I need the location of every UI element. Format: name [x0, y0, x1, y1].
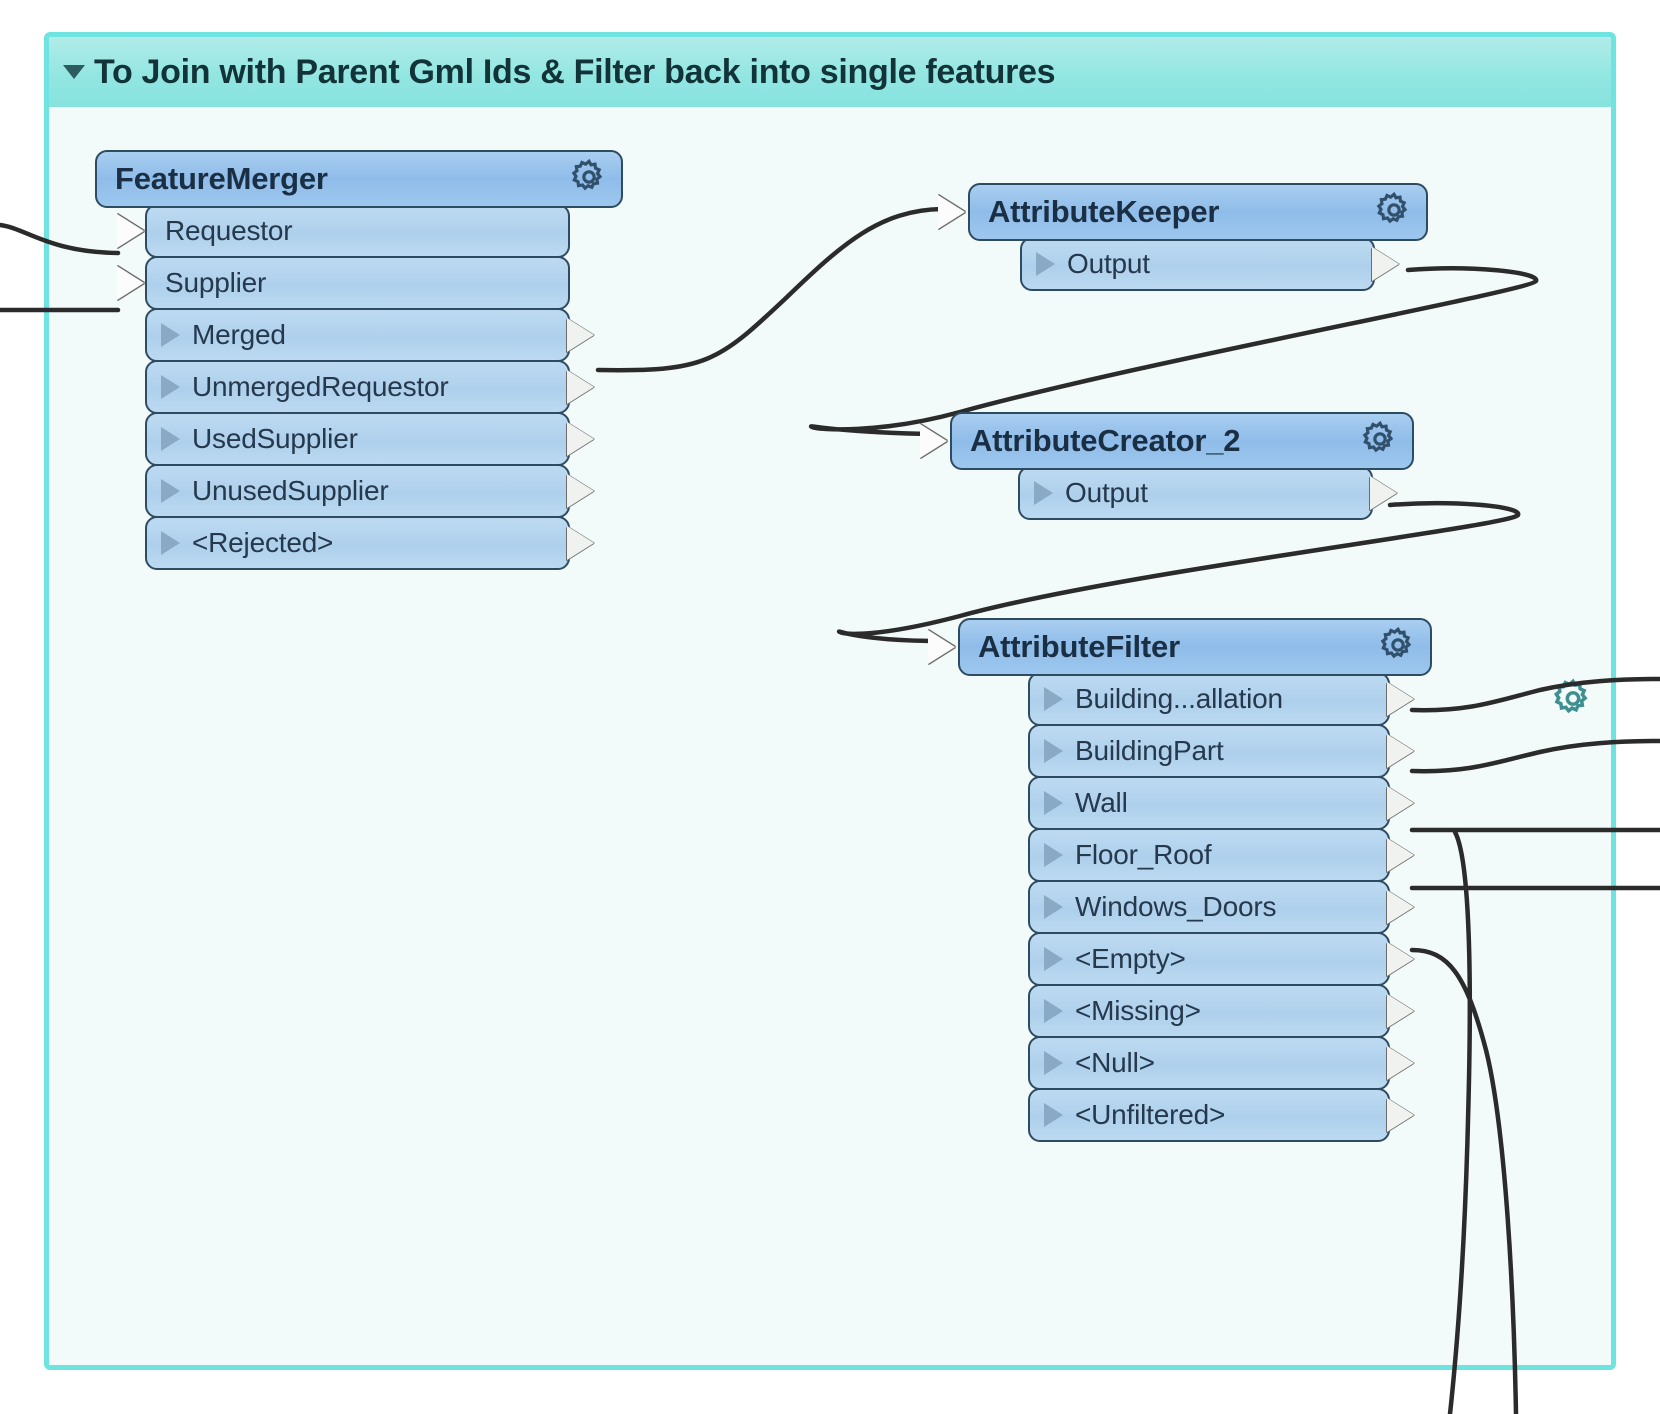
- node-title: AttributeKeeper: [988, 194, 1220, 229]
- output-arrow-icon: [567, 474, 594, 508]
- output-port-unusedsupplier[interactable]: UnusedSupplier: [145, 464, 594, 518]
- output-arrow-icon: [1387, 942, 1414, 976]
- input-arrow-icon: [920, 424, 947, 458]
- transformer-featuremerger[interactable]: FeatureMerger Requestor Supplier Merged: [95, 150, 623, 570]
- port-label: <Null>: [1075, 1047, 1155, 1078]
- triangle-right-icon: [1044, 687, 1063, 711]
- output-arrow-icon: [1387, 838, 1414, 872]
- output-port-empty[interactable]: <Empty>: [1028, 932, 1414, 986]
- output-port-null[interactable]: <Null>: [1028, 1036, 1414, 1090]
- input-arrow-icon: [938, 195, 965, 229]
- port-list: Output: [950, 466, 1414, 520]
- port-label: UnmergedRequestor: [192, 371, 449, 402]
- triangle-right-icon: [1044, 999, 1063, 1023]
- node-title: FeatureMerger: [115, 161, 328, 196]
- node-header-attributefilter[interactable]: AttributeFilter: [928, 618, 1432, 676]
- output-arrow-icon: [1387, 1098, 1414, 1132]
- port-label: Windows_Doors: [1075, 891, 1277, 922]
- output-port-floor-roof[interactable]: Floor_Roof: [1028, 828, 1414, 882]
- triangle-right-icon: [1044, 791, 1063, 815]
- output-arrow-icon: [1370, 476, 1397, 510]
- output-port-output[interactable]: Output: [1018, 466, 1397, 520]
- output-port-buildingpart[interactable]: BuildingPart: [1028, 724, 1414, 778]
- triangle-right-icon: [1044, 843, 1063, 867]
- output-port-building-installation[interactable]: Building...allation: [1028, 672, 1414, 726]
- output-arrow-icon: [1387, 682, 1414, 716]
- port-list: Output: [968, 237, 1428, 291]
- transformer-attributefilter[interactable]: AttributeFilter Building...allation Buil…: [928, 618, 1432, 1142]
- output-arrow-icon: [567, 370, 594, 404]
- port-label: Output: [1065, 477, 1148, 508]
- bookmark-title: To Join with Parent Gml Ids & Filter bac…: [94, 52, 1056, 91]
- port-label: <Unfiltered>: [1075, 1099, 1226, 1130]
- port-label: Supplier: [165, 267, 267, 298]
- input-port-requestor[interactable]: Requestor: [117, 204, 570, 258]
- port-label: Wall: [1075, 787, 1128, 818]
- gear-icon[interactable]: [1551, 677, 1595, 726]
- triangle-right-icon: [1034, 481, 1053, 505]
- output-port-wall[interactable]: Wall: [1028, 776, 1414, 830]
- input-arrow-icon: [928, 630, 955, 664]
- output-arrow-icon: [567, 422, 594, 456]
- transformer-attributecreator-2[interactable]: AttributeCreator_2 Output: [920, 412, 1414, 520]
- triangle-right-icon: [1036, 252, 1055, 276]
- output-port-output[interactable]: Output: [1020, 237, 1399, 291]
- triangle-right-icon: [161, 323, 180, 347]
- output-arrow-icon: [567, 526, 594, 560]
- bookmark-header[interactable]: To Join with Parent Gml Ids & Filter bac…: [49, 37, 1611, 107]
- port-label: BuildingPart: [1075, 735, 1224, 766]
- triangle-right-icon: [1044, 1051, 1063, 1075]
- node-title: AttributeCreator_2: [970, 423, 1241, 458]
- port-label: <Empty>: [1075, 943, 1186, 974]
- port-label: Requestor: [165, 215, 293, 246]
- output-port-missing[interactable]: <Missing>: [1028, 984, 1414, 1038]
- gear-icon[interactable]: [1374, 190, 1414, 235]
- port-label: UnusedSupplier: [192, 475, 389, 506]
- triangle-down-icon[interactable]: [63, 65, 85, 79]
- node-header-featuremerger[interactable]: FeatureMerger: [95, 150, 623, 208]
- triangle-right-icon: [161, 375, 180, 399]
- gear-icon[interactable]: [1360, 419, 1400, 464]
- port-label: Floor_Roof: [1075, 839, 1212, 870]
- input-port-supplier[interactable]: Supplier: [117, 256, 570, 310]
- transformer-attributekeeper[interactable]: AttributeKeeper Output: [938, 183, 1428, 291]
- triangle-right-icon: [1044, 895, 1063, 919]
- output-arrow-icon: [1387, 734, 1414, 768]
- node-header-attributecreator-2[interactable]: AttributeCreator_2: [920, 412, 1414, 470]
- output-arrow-icon: [1387, 890, 1414, 924]
- output-port-windows-doors[interactable]: Windows_Doors: [1028, 880, 1414, 934]
- input-arrow-icon: [117, 214, 144, 248]
- output-arrow-icon: [567, 318, 594, 352]
- port-list: Requestor Supplier Merged UnmergedReques…: [95, 204, 623, 570]
- output-arrow-icon: [1387, 994, 1414, 1028]
- node-title: AttributeFilter: [978, 629, 1180, 664]
- triangle-right-icon: [161, 531, 180, 555]
- triangle-right-icon: [161, 479, 180, 503]
- port-list: Building...allation BuildingPart Wall Fl…: [958, 672, 1432, 1142]
- gear-icon[interactable]: [1378, 625, 1418, 670]
- port-label: Building...allation: [1075, 683, 1283, 714]
- triangle-right-icon: [1044, 739, 1063, 763]
- output-port-unmergedrequestor[interactable]: UnmergedRequestor: [145, 360, 594, 414]
- gear-icon[interactable]: [569, 157, 609, 202]
- port-label: Output: [1067, 248, 1150, 279]
- output-port-merged[interactable]: Merged: [145, 308, 594, 362]
- output-arrow-icon: [1387, 786, 1414, 820]
- port-label: UsedSupplier: [192, 423, 358, 454]
- port-label: Merged: [192, 319, 286, 350]
- output-port-rejected[interactable]: <Rejected>: [145, 516, 594, 570]
- port-label: <Rejected>: [192, 527, 334, 558]
- port-label: <Missing>: [1075, 995, 1201, 1026]
- output-port-unfiltered[interactable]: <Unfiltered>: [1028, 1088, 1414, 1142]
- node-header-attributekeeper[interactable]: AttributeKeeper: [938, 183, 1428, 241]
- output-port-usedsupplier[interactable]: UsedSupplier: [145, 412, 594, 466]
- triangle-right-icon: [1044, 947, 1063, 971]
- triangle-right-icon: [161, 427, 180, 451]
- output-arrow-icon: [1387, 1046, 1414, 1080]
- output-arrow-icon: [1372, 247, 1399, 281]
- triangle-right-icon: [1044, 1103, 1063, 1127]
- input-arrow-icon: [117, 266, 144, 300]
